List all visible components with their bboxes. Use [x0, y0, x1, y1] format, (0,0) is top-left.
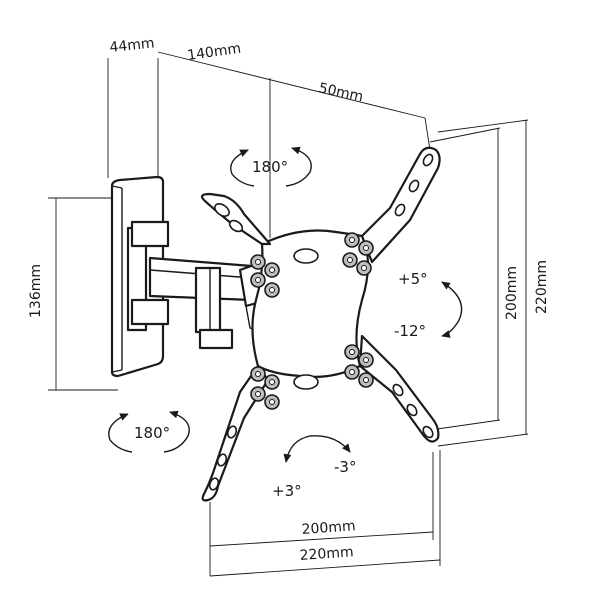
label-vesa-horizontal-inner: 200mm [301, 518, 356, 538]
dimension-lines [48, 51, 529, 577]
label-vesa-vertical-outer: 220mm [534, 260, 550, 314]
label-swivel-bottom: 180° [134, 424, 170, 442]
label-plate-offset: 50mm [317, 80, 364, 105]
bolt-group-top-right [342, 232, 374, 276]
label-wall-plate-depth: 44mm [109, 35, 156, 56]
label-tilt-up: +5° [398, 270, 428, 288]
vesa-plate [200, 146, 441, 502]
bolt-group-bottom-right [344, 344, 374, 388]
dimension-labels: 44mm 140mm 50mm 136mm 200mm 220mm 200mm … [28, 35, 550, 564]
label-vesa-vertical-inner: 200mm [504, 266, 520, 320]
swing-arm [126, 220, 270, 350]
label-vesa-horizontal-outer: 220mm [299, 544, 354, 564]
label-wall-plate-height: 136mm [28, 264, 44, 318]
label-swivel-top: 180° [252, 158, 288, 176]
label-level-minus: -3° [334, 458, 356, 476]
tilt-arrow [441, 281, 463, 338]
swivel-top-arrow-left [230, 149, 255, 187]
label-tilt-down: -12° [394, 322, 426, 340]
swivel-top-arrow-right [285, 146, 312, 187]
rotation-labels: 180° 180° +5° -12° +3° -3° [134, 158, 428, 500]
label-arm-length: 140mm [186, 41, 242, 64]
swivel-bottom-arrow-right [163, 410, 190, 453]
label-level-plus: +3° [272, 482, 302, 500]
bolt-group-top-left [250, 254, 280, 298]
bolt-group-bottom-left [250, 366, 280, 410]
rotation-arrows [108, 146, 463, 463]
level-arrow [283, 435, 351, 463]
swivel-bottom-arrow-left [108, 413, 133, 453]
